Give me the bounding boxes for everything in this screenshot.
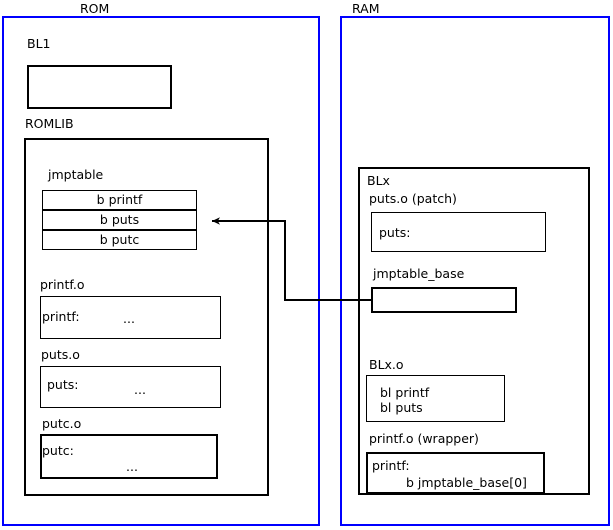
printf-wrapper-instruction: b jmptable_base[0] (406, 475, 527, 490)
romlib-puts-symbol: puts: (47, 377, 79, 392)
romlib-printf-o-caption: printf.o (40, 277, 85, 292)
printf-wrapper-box (366, 452, 545, 494)
romlib-putc-body: ... (126, 459, 138, 474)
blx-o-line-1: bl printf (380, 385, 430, 400)
jmptable-entry-1 (42, 210, 197, 230)
jmptable-base-box (371, 287, 517, 313)
romlib-puts-body: ... (134, 382, 146, 397)
jmptable-entry-1-label: b puts (99, 212, 140, 227)
blx-caption: BLx (367, 173, 390, 188)
rom-region-label: ROM (80, 1, 110, 16)
rom-region (2, 16, 320, 526)
romlib-printf-o-box (40, 296, 221, 339)
romlib-putc-o-caption: putc.o (42, 416, 82, 431)
romlib-printf-symbol: printf: (42, 309, 80, 324)
ram-region-label: RAM (352, 1, 380, 16)
bl1-box (27, 65, 172, 109)
blx-o-line-2: bl puts (380, 400, 423, 415)
jmptable-entry-2-label: b putc (99, 232, 140, 247)
jmptable-entry-0 (42, 190, 197, 210)
romlib-puts-o-caption: puts.o (41, 347, 80, 362)
jmptable-entry-2 (42, 230, 197, 250)
ram-region (340, 16, 610, 526)
romlib-putc-symbol: putc: (42, 443, 74, 458)
jmptable-caption: jmptable (48, 167, 104, 182)
romlib-caption: ROMLIB (25, 116, 74, 131)
romlib-printf-body: ... (123, 311, 135, 326)
blx-patch-symbol: puts: (379, 225, 411, 240)
jmptable-entry-0-label: b printf (96, 192, 143, 207)
romlib-putc-o-box (40, 434, 218, 479)
bl1-caption: BL1 (27, 36, 51, 51)
printf-wrapper-symbol: printf: (372, 458, 410, 473)
romlib-puts-o-box (40, 366, 221, 408)
jmptable-base-caption: jmptable_base (373, 266, 465, 281)
blx-patch-box (371, 212, 546, 252)
blx-o-caption: BLx.o (369, 357, 404, 372)
blx-patch-caption: puts.o (patch) (369, 191, 457, 206)
blx-o-box (366, 375, 505, 422)
printf-wrapper-caption: printf.o (wrapper) (369, 431, 479, 446)
